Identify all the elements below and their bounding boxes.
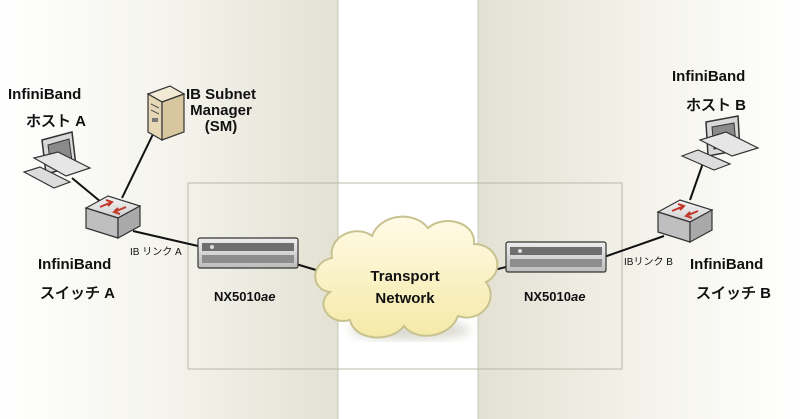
host-b-computer-icon	[680, 115, 760, 171]
site-b-panel	[478, 0, 800, 419]
transport-cloud	[314, 215, 499, 340]
switch-a-icon	[84, 195, 142, 240]
nx-left-device-icon	[197, 237, 299, 269]
switch-b-title: InfiniBand	[690, 256, 764, 273]
nx-left-suffix: ae	[260, 289, 276, 304]
host-b-title: InfiniBand	[672, 68, 746, 85]
host-a-title: InfiniBand	[8, 86, 82, 103]
site-a-panel	[0, 0, 338, 419]
switch-a-sub: スイッチ A	[40, 285, 116, 302]
host-b-sub: ホスト B	[686, 97, 747, 114]
nx-right-label: NX5010ae	[524, 289, 585, 304]
switch-a-title: InfiniBand	[38, 256, 112, 273]
nx-right-suffix: ae	[570, 289, 586, 304]
subnet-manager-server-icon	[146, 85, 186, 142]
nx-right-prefix: NX5010	[524, 289, 571, 304]
switch-b-sub: スイッチ B	[696, 285, 772, 302]
sm-line2: Manager	[190, 102, 252, 119]
host-a-sub: ホスト A	[26, 113, 87, 130]
cloud-line1: Transport	[370, 268, 440, 285]
link-sm-switch-a	[121, 127, 157, 199]
ib-link-a-label: IB リンク A	[130, 247, 182, 258]
link-host-b-switch-b	[689, 162, 704, 201]
sm-line3: (SM)	[204, 118, 238, 135]
nx-left-label: NX5010ae	[214, 289, 275, 304]
nx-left-prefix: NX5010	[214, 289, 261, 304]
transport-box	[187, 182, 623, 370]
cloud-line2: Network	[375, 290, 435, 307]
nx-right-device-icon	[505, 241, 607, 273]
ib-link-b-line	[603, 235, 665, 258]
ib-link-a-line	[132, 230, 199, 247]
switch-b-icon	[656, 199, 714, 244]
host-a-computer-icon	[22, 131, 92, 189]
ib-link-b-label: IBリンク B	[624, 257, 673, 268]
sm-line1: IB Subnet	[186, 86, 256, 103]
